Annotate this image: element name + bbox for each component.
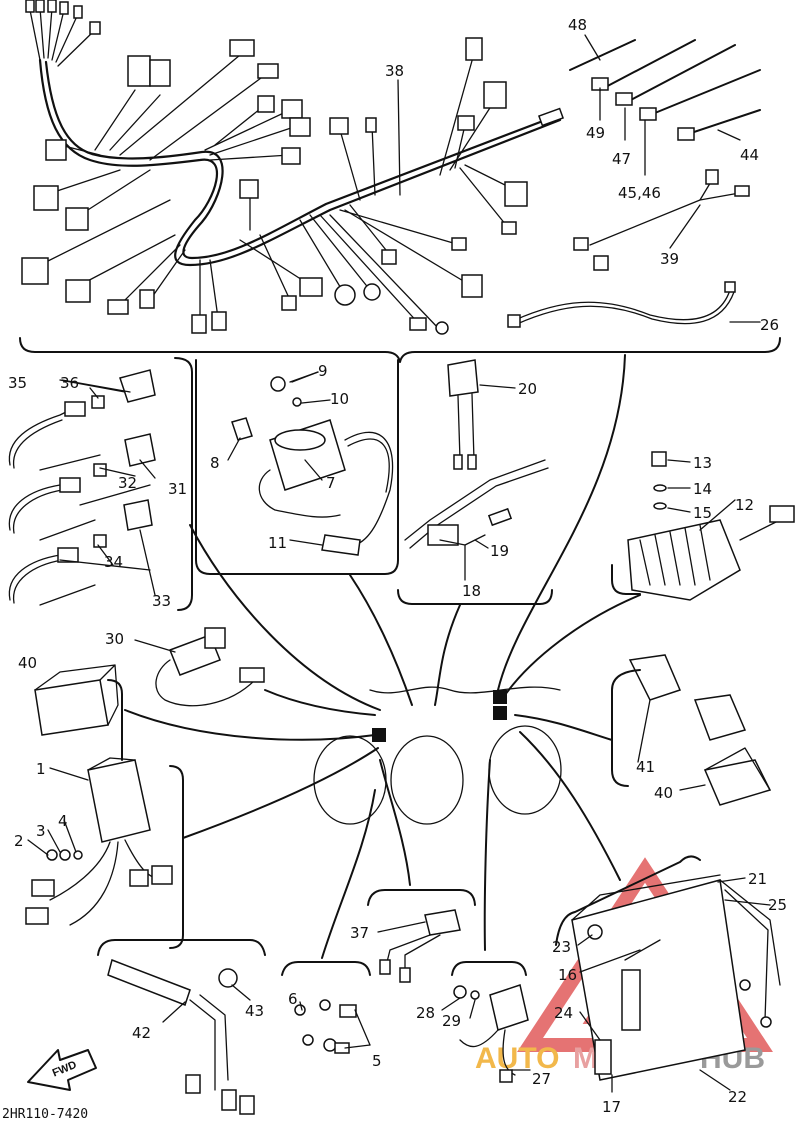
label-14: 14 [693, 480, 712, 498]
hardware-5-6 [294, 999, 357, 1054]
switch-30 [155, 627, 265, 707]
label-42: 42 [132, 1024, 151, 1042]
label-22: 22 [728, 1088, 747, 1106]
label-35: 35 [8, 374, 27, 392]
label-27: 27 [532, 1070, 551, 1088]
label-17: 17 [602, 1098, 621, 1116]
label-44: 44 [740, 146, 759, 164]
label-11: 11 [268, 534, 287, 552]
label-21: 21 [748, 870, 767, 888]
label-40-right: 40 [654, 784, 673, 802]
regulator-group [627, 451, 795, 601]
drawing-code: 2HR110-7420 [2, 1107, 88, 1122]
label-38: 38 [385, 62, 404, 80]
label-41: 41 [636, 758, 655, 776]
hardware-bracket [281, 961, 371, 976]
cdi-unit-group [25, 757, 173, 926]
sensor-leads-group [8, 369, 156, 606]
sensor-group-bracket [174, 357, 193, 611]
label-34: 34 [104, 553, 123, 571]
relay-27-group [453, 984, 529, 1083]
switch-42-bracket [97, 939, 266, 956]
label-39: 39 [660, 250, 679, 268]
cable-ties-group [569, 39, 761, 141]
label-16: 16 [558, 966, 577, 984]
label-9: 9 [318, 362, 328, 380]
switch-42-43 [107, 959, 255, 1115]
label-3: 3 [36, 822, 46, 840]
label-leaders [27, 34, 771, 1093]
label-26: 26 [760, 316, 779, 334]
label-10: 10 [330, 390, 349, 408]
label-7: 7 [326, 474, 336, 492]
label-47: 47 [612, 150, 631, 168]
regulator-group-bracket [611, 564, 641, 595]
wire-lead-26 [507, 281, 736, 328]
label-1: 1 [36, 760, 46, 778]
label-23: 23 [552, 938, 571, 956]
label-2: 2 [14, 832, 24, 850]
label-32: 32 [118, 474, 137, 492]
label-45-46: 45,46 [618, 184, 661, 202]
label-31: 31 [168, 480, 187, 498]
ignition-coil-group [231, 371, 394, 556]
label-13: 13 [693, 454, 712, 472]
wire-lead-39 [573, 169, 750, 271]
label-24: 24 [554, 1004, 573, 1022]
label-5: 5 [372, 1052, 382, 1070]
label-36: 36 [60, 374, 79, 392]
harness-group-brace [19, 337, 781, 363]
cover-40-left [34, 664, 119, 736]
label-8: 8 [210, 454, 220, 472]
label-6: 6 [288, 990, 298, 1008]
label-15: 15 [693, 504, 712, 522]
part-number-labels: 38 48 49 47 44 45,46 39 26 35 36 32 31 3… [8, 16, 787, 1116]
lead-37-bracket [367, 889, 476, 906]
label-30: 30 [105, 630, 124, 648]
relay-group [404, 359, 549, 549]
label-40-left: 40 [18, 654, 37, 672]
label-18: 18 [462, 582, 481, 600]
label-4: 4 [58, 812, 68, 830]
label-48: 48 [568, 16, 587, 34]
lead-37 [379, 909, 461, 983]
label-43: 43 [245, 1002, 264, 1020]
label-20: 20 [518, 380, 537, 398]
cdi-group-bracket [169, 765, 184, 949]
coil-group-bracket [195, 359, 399, 575]
relay-group-bracket [397, 589, 553, 605]
label-12: 12 [735, 496, 754, 514]
leader-lines [124, 354, 641, 959]
cover-40-bracket [107, 679, 123, 761]
frame-outline [313, 686, 562, 825]
battery-bracket [555, 855, 701, 946]
label-37: 37 [350, 924, 369, 942]
label-49: 49 [586, 124, 605, 142]
label-25: 25 [768, 896, 787, 914]
label-28: 28 [416, 1004, 435, 1022]
main-wire-harness [21, 0, 565, 335]
label-29: 29 [442, 1012, 461, 1030]
label-19: 19 [490, 542, 509, 560]
relay-27-bracket [451, 961, 527, 976]
connector-covers-right [628, 654, 772, 806]
label-33: 33 [152, 592, 171, 610]
covers-right-bracket [611, 669, 641, 787]
fwd-arrow: FWD [27, 1049, 97, 1091]
